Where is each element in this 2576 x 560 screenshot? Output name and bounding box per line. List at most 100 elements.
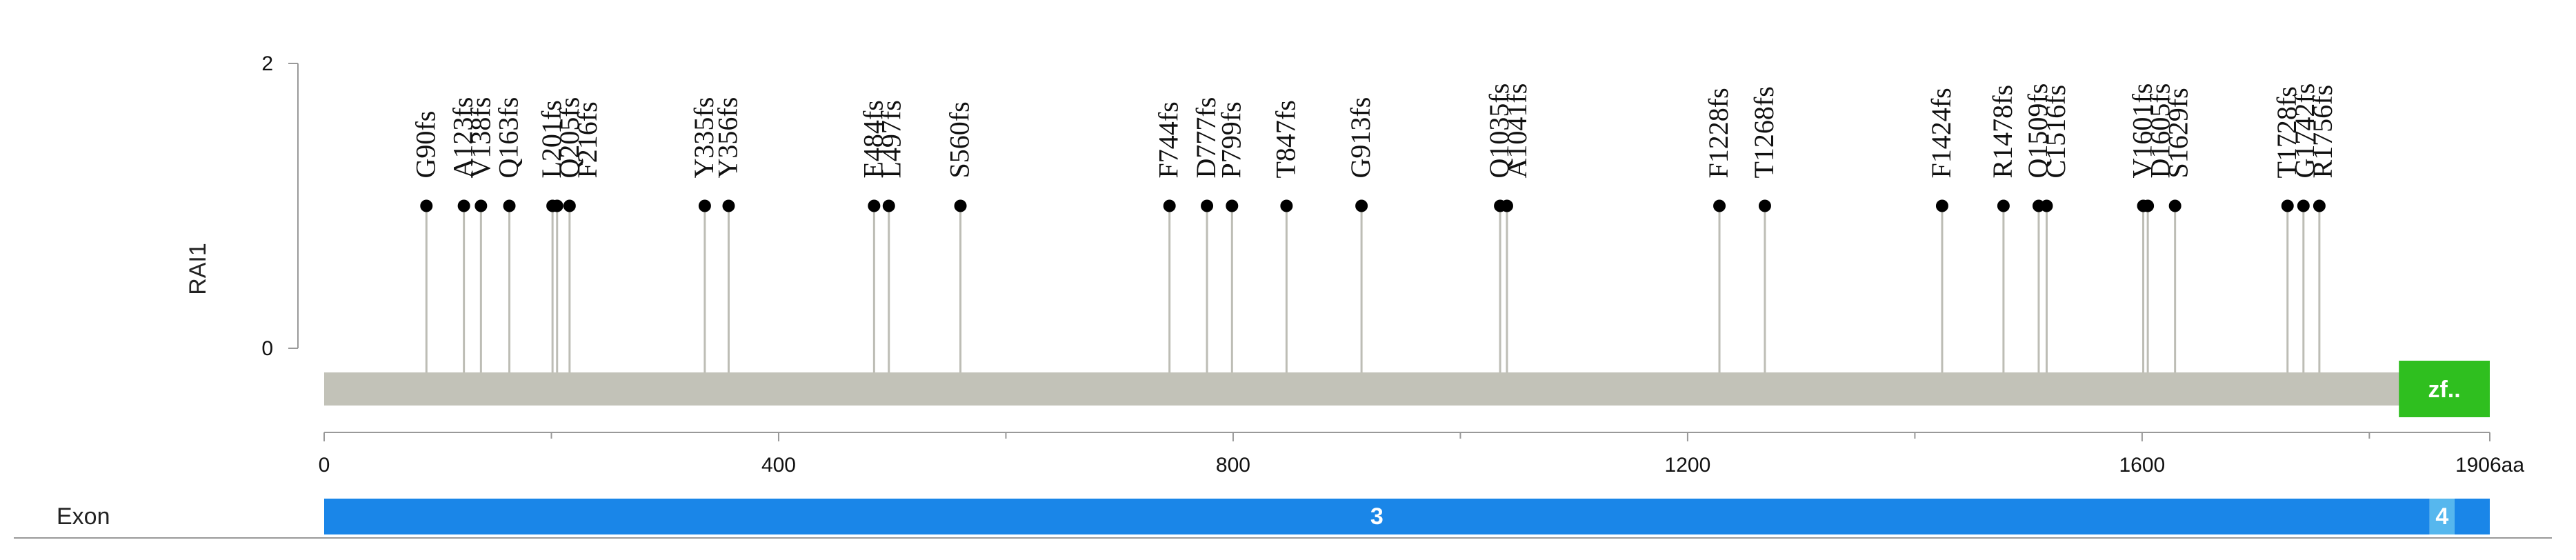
exon-segment[interactable] [2429,499,2455,534]
mutation-label: D777fs [1190,97,1221,179]
mutation-label: G1742fs [2289,83,2320,179]
mutation-lollipop: A1041fs [1500,83,1532,372]
mutation-label: Q205fs [554,97,585,179]
lollipop-dot[interactable] [2281,199,2294,212]
mutation-label: Y335fs [688,97,719,179]
mutation-label: G90fs [410,111,441,179]
exon-label: 4 [2435,503,2448,530]
exon-segment[interactable] [324,499,2430,534]
x-tick-label: 1600 [2119,454,2166,477]
lollipop-dot[interactable] [503,199,516,212]
lollipop-dot[interactable] [2040,199,2053,212]
lollipop-dot[interactable] [1201,199,1214,212]
y-tick-label-2: 2 [261,52,273,75]
mutation-label: D1605fs [2145,83,2176,179]
lollipop-dot[interactable] [2168,199,2181,212]
mutation-lollipop: P799fs [1215,101,1246,372]
mutation-lollipop: T847fs [1270,100,1301,372]
mutation-label: Q1509fs [2022,83,2053,179]
lollipop-dot[interactable] [457,199,470,212]
lollipop-dot[interactable] [1500,199,1513,212]
lollipop-dot[interactable] [1997,199,2010,212]
y-tick-label-0: 0 [261,337,273,360]
lollipop-dot[interactable] [2141,199,2155,212]
y-axis: 2 0 RAI1 [185,52,299,360]
mutation-lollipop: F216fs [563,101,603,372]
mutation-label: L201fs [536,100,567,178]
gene-label: RAI1 [185,243,211,295]
mutation-label: S560fs [944,101,975,178]
protein-domains: zf.. [2399,361,2490,417]
domain-box[interactable] [2399,361,2490,417]
lollipop-dot[interactable] [1355,199,1368,212]
lollipop-dot[interactable] [698,199,711,212]
mutation-lollipop: S560fs [944,101,975,372]
x-tick-label: 400 [761,454,796,477]
mutation-label: S1629fs [2163,88,2194,178]
mutation-label: A123fs [448,97,479,179]
x-tick-label: 1200 [1665,454,1711,477]
lollipop-dot[interactable] [882,199,895,212]
mutation-label: P799fs [1215,101,1246,178]
mutation-label: C1516fs [2040,85,2071,179]
mutation-lollipop: G913fs [1345,97,1376,372]
lollipop-dot[interactable] [954,199,967,212]
mutation-label: F216fs [572,101,603,178]
mutation-label: T1268fs [1748,86,1779,178]
mutation-lollipop: G90fs [410,111,441,372]
protein-backbone [324,372,2490,406]
mutation-label: T847fs [1270,100,1301,178]
mutation-label: F1228fs [1703,88,1734,178]
mutation-label: F1424fs [1926,88,1957,178]
mutation-lollipop: Y356fs [712,97,743,372]
mutation-lollipop: R1478fs [1987,85,2018,372]
mutation-lollipop: G1742fs [2289,83,2320,372]
mutation-label: R1478fs [1987,85,2018,179]
mutation-label: Q1035fs [1484,83,1515,179]
lollipop-dot[interactable] [563,199,576,212]
lollipop-dot[interactable] [1163,199,1176,212]
mutation-label: F744fs [1153,101,1184,178]
mutation-lollipop: L497fs [875,100,906,372]
exon-tail [2454,499,2490,534]
lollipop-dot[interactable] [420,199,433,212]
mutation-label: E484fs [857,100,888,178]
mutation-label: Y356fs [712,97,743,179]
lollipop-dot[interactable] [1226,199,1239,212]
mutation-lollipop: E484fs [857,100,888,372]
lollipop-dot[interactable] [2297,199,2310,212]
lollipop-dot[interactable] [1280,199,1293,212]
mutation-lollipop: A123fs [448,97,479,372]
mutation-lollipop: V138fs [466,97,497,372]
mutation-lollipop: D1605fs [2141,83,2176,372]
mutation-label: G913fs [1345,97,1376,179]
lollipop-dot[interactable] [868,199,881,212]
mutation-label: A1041fs [1501,83,1532,179]
lollipop-dot[interactable] [475,199,488,212]
mutation-label: Q163fs [493,97,524,179]
mutation-label: V1601fs [2127,83,2158,179]
mutation-lollipop: Q205fs [550,97,585,372]
mutation-lollipop: S1629fs [2163,88,2194,372]
mutation-lollipop: Q163fs [493,97,524,372]
lollipop-dot[interactable] [1935,199,1948,212]
mutation-lollipop: F744fs [1153,101,1184,372]
lollipop-dot[interactable] [1758,199,1771,212]
protein-length-label: 1906aa [2455,454,2524,477]
mutation-lollipop: C1516fs [2040,85,2071,372]
x-tick-label: 0 [319,454,330,477]
mutation-lollipop: T1268fs [1748,86,1779,372]
lollipop-dot[interactable] [2313,199,2326,212]
mutation-lollipop: F1228fs [1703,88,1734,372]
mutation-label: R1756fs [2307,85,2338,179]
mutation-label: T1728fs [2271,86,2302,178]
lollipop-dot[interactable] [722,199,735,212]
exon-track-label: Exon [57,503,110,530]
lollipop-dot[interactable] [550,199,563,212]
lollipop-dot[interactable] [1713,199,1726,212]
